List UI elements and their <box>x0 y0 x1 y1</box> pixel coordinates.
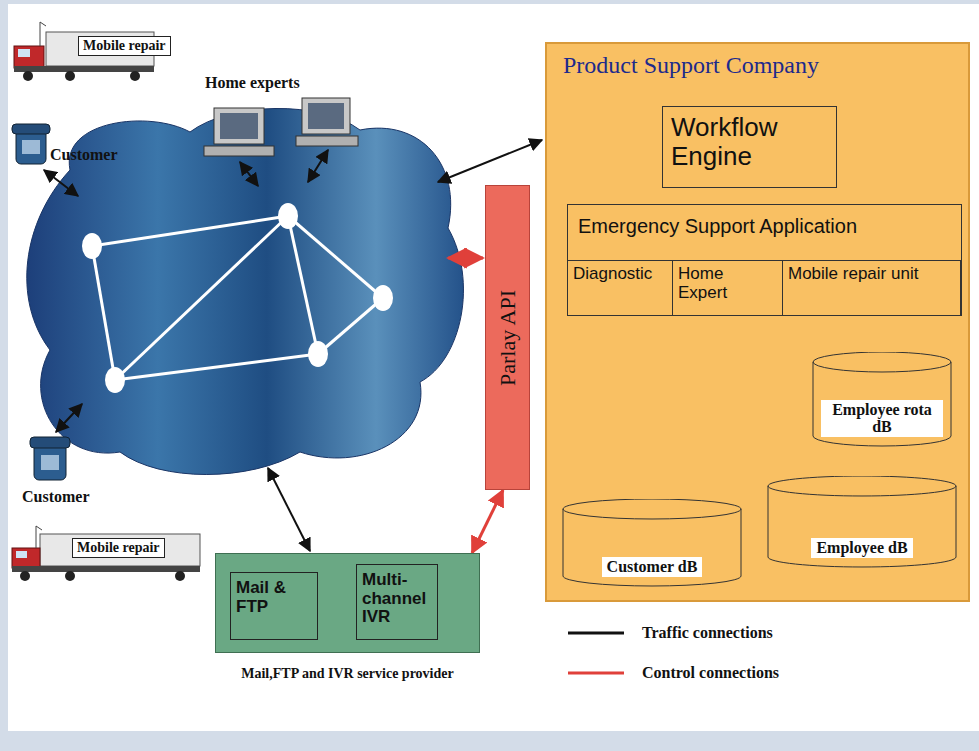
node-text: Mail,FTP and IVR service provider <box>216 666 479 682</box>
node-text: Diagnostic <box>573 265 667 284</box>
database-cylinder: Employee rota dB <box>812 352 952 447</box>
node-text: Home Expert <box>678 265 777 302</box>
legend-item: Control connections <box>568 664 779 682</box>
node-text: Emergency Support Application <box>578 215 951 238</box>
process-box: Workflow Engine <box>662 106 837 188</box>
annotation-label: Customer <box>22 488 90 506</box>
vehicle-label: Mobile repair <box>78 36 171 56</box>
node-text: Customer dB <box>602 557 703 577</box>
phone-icon <box>30 437 70 480</box>
node-text: Multi-channel IVR <box>362 571 432 627</box>
phone-icon <box>12 124 50 164</box>
legend-item: Traffic connections <box>568 624 773 642</box>
node-text: Mobile repair <box>77 540 160 556</box>
traffic-arrows <box>44 140 542 551</box>
database-cylinder: Customer dB <box>562 499 742 587</box>
network-cloud <box>27 108 464 474</box>
legend-text: Traffic connections <box>642 624 773 642</box>
api-bar: Parlay API <box>485 185 530 490</box>
annotation-label: Home experts <box>205 74 300 92</box>
application-box: Emergency Support ApplicationDiagnostic H… <box>567 204 962 316</box>
node-text: Product Support Company <box>563 52 968 79</box>
company-panel: Product Support CompanyWorkflow EngineEm… <box>545 42 970 602</box>
computer-icon <box>204 108 274 156</box>
control-arrow <box>448 257 483 260</box>
service-box: Mail & FTP <box>230 572 318 640</box>
node-text: Parlay API <box>495 290 521 386</box>
truck-icon <box>12 526 200 581</box>
node-text: Workflow Engine <box>671 113 828 170</box>
module-box: Mobile repair unit <box>783 260 961 315</box>
legend-line-sample <box>568 668 624 678</box>
module-box: Diagnostic <box>568 260 673 315</box>
module-box: Home Expert <box>673 260 783 315</box>
legend-line-sample <box>568 628 624 638</box>
annotation-label: Customer <box>50 146 118 164</box>
control-connector <box>472 490 503 553</box>
network-links <box>92 216 383 380</box>
provider-box: Mail,FTP and IVR service providerMail & … <box>215 553 480 653</box>
vehicle-label: Mobile repair <box>72 538 165 558</box>
database-cylinder: Employee dB <box>767 476 957 568</box>
service-box: Multi-channel IVR <box>356 564 438 640</box>
legend-text: Control connections <box>642 664 779 682</box>
node-text: Employee rota dB <box>821 400 943 437</box>
node-text: Mail & FTP <box>236 579 312 616</box>
node-text: Employee dB <box>811 538 912 558</box>
network-nodes <box>82 203 393 393</box>
node-text: Mobile repair <box>83 38 166 54</box>
computer-icon <box>296 98 358 146</box>
node-text: Mobile repair unit <box>788 265 955 284</box>
